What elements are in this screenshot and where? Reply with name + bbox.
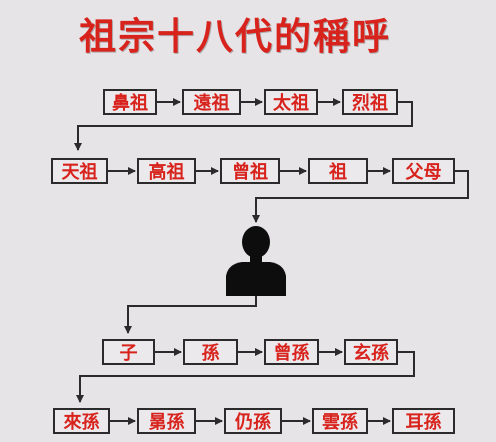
node-yunsun[interactable]: 雲孫 <box>312 408 368 434</box>
node-sun[interactable]: 孫 <box>183 339 238 365</box>
node-liezu[interactable]: 烈祖 <box>342 89 398 115</box>
node-xuansun[interactable]: 玄孫 <box>344 339 398 365</box>
node-kunsun[interactable]: 晜孫 <box>137 408 196 434</box>
person-silhouette-icon <box>226 226 286 296</box>
row-connector <box>74 101 413 151</box>
node-fumu[interactable]: 父母 <box>392 158 455 184</box>
node-zi[interactable]: 子 <box>102 339 155 365</box>
node-zengsun[interactable]: 曾孫 <box>264 339 319 365</box>
node-laisun[interactable]: 來孫 <box>53 408 110 434</box>
node-taizu[interactable]: 太祖 <box>264 89 318 115</box>
node-zengzu[interactable]: 曾祖 <box>220 158 280 184</box>
page-title: 祖宗十八代的稱呼 <box>79 14 391 58</box>
node-ersun[interactable]: 耳孫 <box>392 408 455 434</box>
node-zu[interactable]: 祖 <box>308 158 368 184</box>
row-connector <box>124 296 257 334</box>
node-biza[interactable]: 鼻祖 <box>103 89 157 115</box>
node-tianzu[interactable]: 天祖 <box>51 158 108 184</box>
row-connector <box>252 170 469 223</box>
node-gaozu[interactable]: 高祖 <box>137 158 196 184</box>
node-yuanzu[interactable]: 遠祖 <box>182 89 241 115</box>
node-rengsun[interactable]: 仍孫 <box>224 408 282 434</box>
row-connector <box>76 351 415 403</box>
